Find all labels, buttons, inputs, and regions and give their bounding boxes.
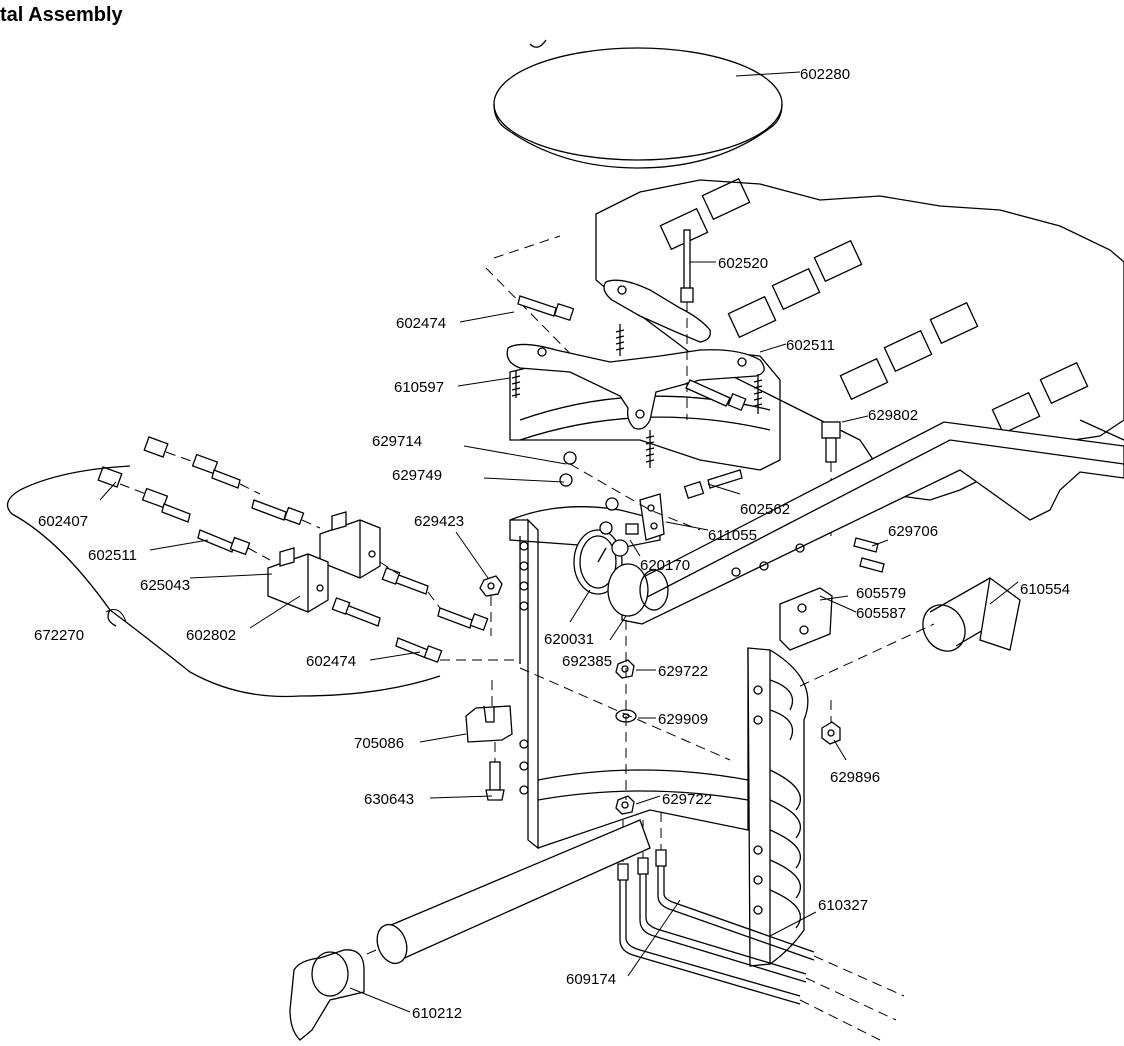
label-602407: 602407 (38, 513, 88, 530)
part-labels: 602280 602520 602474 602511 610597 62980… (34, 66, 1070, 1022)
bracket-611055 (639, 493, 665, 541)
label-610327: 610327 (818, 897, 868, 914)
nut-629896 (821, 700, 841, 745)
label-602474-mid: 602474 (306, 653, 356, 670)
gas-lines-609174 (617, 812, 905, 1041)
nut-629722-b (615, 795, 635, 815)
label-605579: 605579 (856, 585, 906, 602)
label-610597: 610597 (394, 379, 444, 396)
tube-axis-line (519, 667, 731, 761)
fittings-center (559, 451, 701, 535)
label-692385: 692385 (562, 653, 612, 670)
label-629749: 629749 (392, 467, 442, 484)
valve-block-625043 (319, 511, 381, 579)
tube-610212 (289, 819, 651, 1041)
channel-rail (621, 421, 1124, 625)
label-629722-lower: 629722 (662, 791, 712, 808)
label-602511-left: 602511 (88, 547, 137, 564)
valve-block-602802 (267, 547, 329, 613)
label-629802: 629802 (868, 407, 918, 424)
clip-705086 (465, 680, 513, 743)
pins-top (517, 295, 747, 499)
grommet-692385 (607, 563, 669, 617)
label-629722-upper: 629722 (658, 663, 708, 680)
diagram-title: tal Assembly (0, 4, 123, 26)
pins-mid (331, 561, 520, 663)
bracket-610597 (506, 279, 765, 468)
lid-602280 (493, 39, 783, 169)
label-672270: 672270 (34, 627, 84, 644)
label-602520: 602520 (718, 255, 768, 272)
label-610212: 610212 (412, 1005, 462, 1022)
label-705086: 705086 (354, 735, 404, 752)
label-629706: 629706 (888, 523, 938, 540)
label-630643: 630643 (364, 791, 414, 808)
label-620031: 620031 (544, 631, 594, 648)
label-629896: 629896 (830, 769, 880, 786)
screw-629706 (853, 537, 885, 573)
label-629423: 629423 (414, 513, 464, 530)
electrode-602520 (680, 229, 694, 420)
label-625043: 625043 (140, 577, 190, 594)
label-609174: 609174 (566, 971, 616, 988)
tube-610554 (799, 576, 1021, 687)
nut-629722-a (615, 659, 635, 679)
screw-630643 (485, 742, 505, 801)
harness-pins-left (97, 436, 321, 561)
label-610554: 610554 (1020, 581, 1070, 598)
label-602474-top: 602474 (396, 315, 446, 332)
label-611055: 611055 (708, 527, 757, 544)
coil-610327 (747, 647, 809, 967)
label-629909: 629909 (658, 711, 708, 728)
nut-629423 (479, 575, 503, 636)
label-605587: 605587 (856, 605, 906, 622)
bracket-605579 (779, 587, 833, 651)
label-602562: 602562 (740, 501, 790, 518)
label-629714: 629714 (372, 433, 422, 450)
harness-outline-672270 (6, 465, 441, 698)
label-620170: 620170 (640, 557, 690, 574)
label-602511-top: 602511 (786, 337, 835, 354)
label-602802: 602802 (186, 627, 236, 644)
label-602280: 602280 (800, 66, 850, 83)
leader-lines (99, 71, 1019, 1013)
